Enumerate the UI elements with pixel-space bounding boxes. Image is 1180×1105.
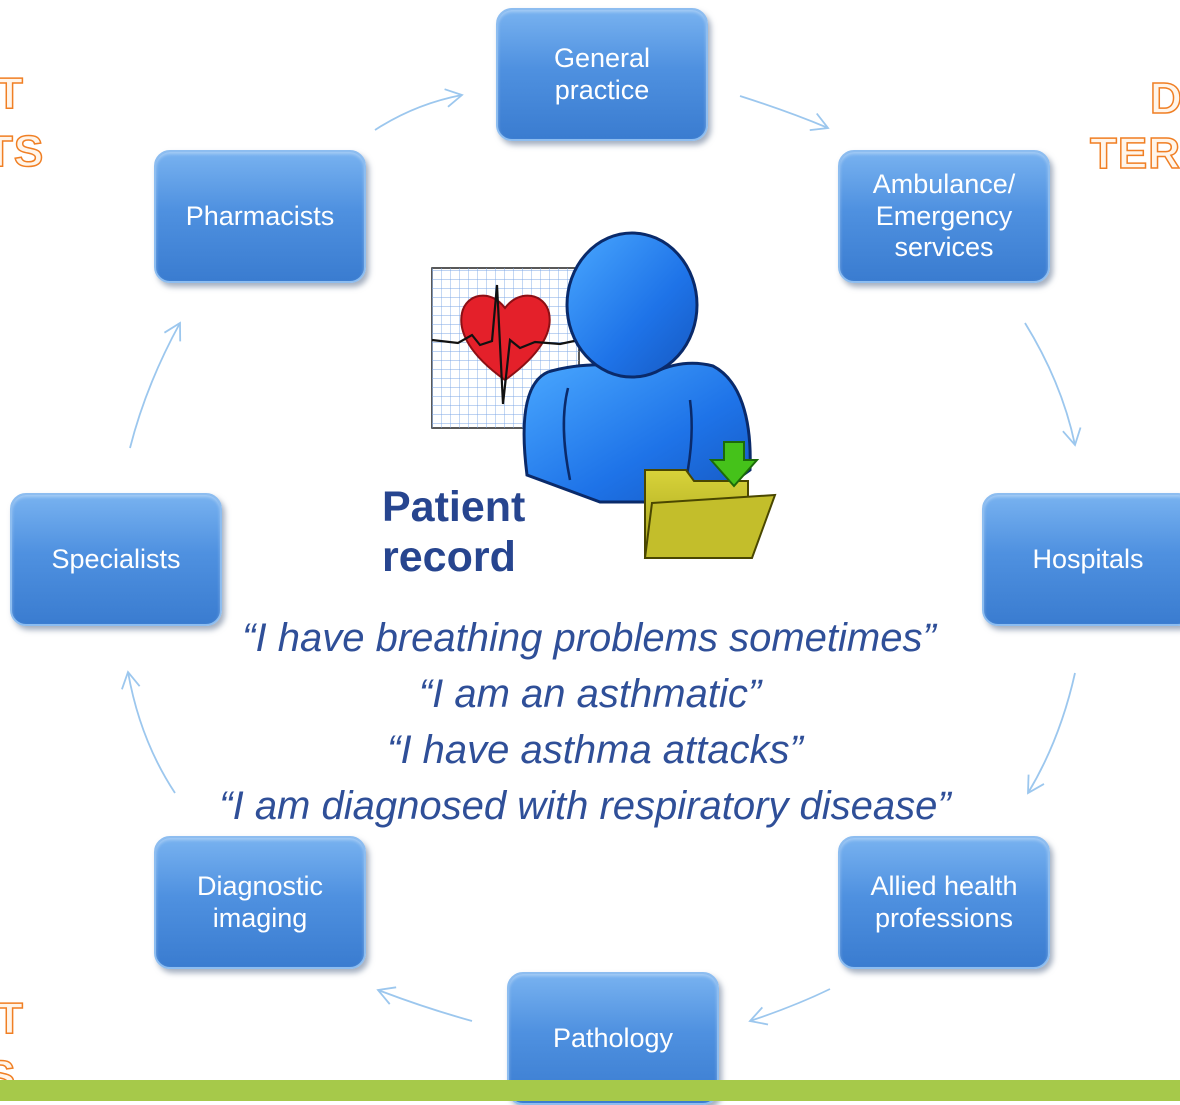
quote-asthmatic: “I am an asthmatic” (418, 672, 762, 716)
arrow-specialists-to-pharmacists (129, 321, 182, 449)
node-specialists: Specialists (10, 493, 222, 626)
patient-record-label: Patient record (382, 482, 525, 583)
arrow-imaging-to-specialists (121, 670, 176, 794)
arrow-hospitals-to-allied (1027, 672, 1076, 795)
folder-icon (643, 469, 777, 560)
node-pharmacists: Pharmacists (154, 150, 366, 283)
download-arrow-icon (708, 441, 760, 488)
patient-record-label-line1: Patient (382, 483, 526, 531)
node-general-practice: General practice (496, 8, 708, 141)
patient-person-icon (522, 231, 752, 504)
bottom-accent-bar (0, 1080, 1180, 1101)
node-ambulance-emergency: Ambulance/ Emergency services (838, 150, 1050, 283)
quote-respiratory-disease: “I am diagnosed with respiratory disease… (219, 784, 951, 828)
patient-record-label-line2: record (382, 533, 516, 582)
arrow-pharmacists-to-gp (374, 88, 464, 131)
quote-asthma-attacks: “I have asthma attacks” (387, 728, 803, 772)
side-text-top-right-1: D (1149, 74, 1180, 123)
side-text-top-left-2: TS (0, 127, 45, 176)
node-hospitals: Hospitals (982, 493, 1180, 626)
side-text-bottom-left-1: T (0, 994, 24, 1043)
side-text-top-right-2: TER (1089, 129, 1180, 178)
arrow-allied-to-pathology (748, 988, 831, 1026)
arrow-gp-to-ambulance (739, 95, 830, 131)
side-text-top-left-1: T (0, 69, 24, 118)
node-allied-health: Allied health professions (838, 836, 1050, 969)
node-diagnostic-imaging: Diagnostic imaging (154, 836, 366, 969)
arrow-ambulance-to-hospitals (1024, 322, 1082, 447)
arrow-pathology-to-imaging (376, 986, 473, 1022)
patient-quotes: “I have breathing problems sometimes” “I… (0, 610, 1180, 834)
heart-icon (460, 294, 551, 382)
quote-breathing-problems: “I have breathing problems sometimes” (242, 616, 936, 660)
ecg-chart-icon (431, 267, 580, 429)
